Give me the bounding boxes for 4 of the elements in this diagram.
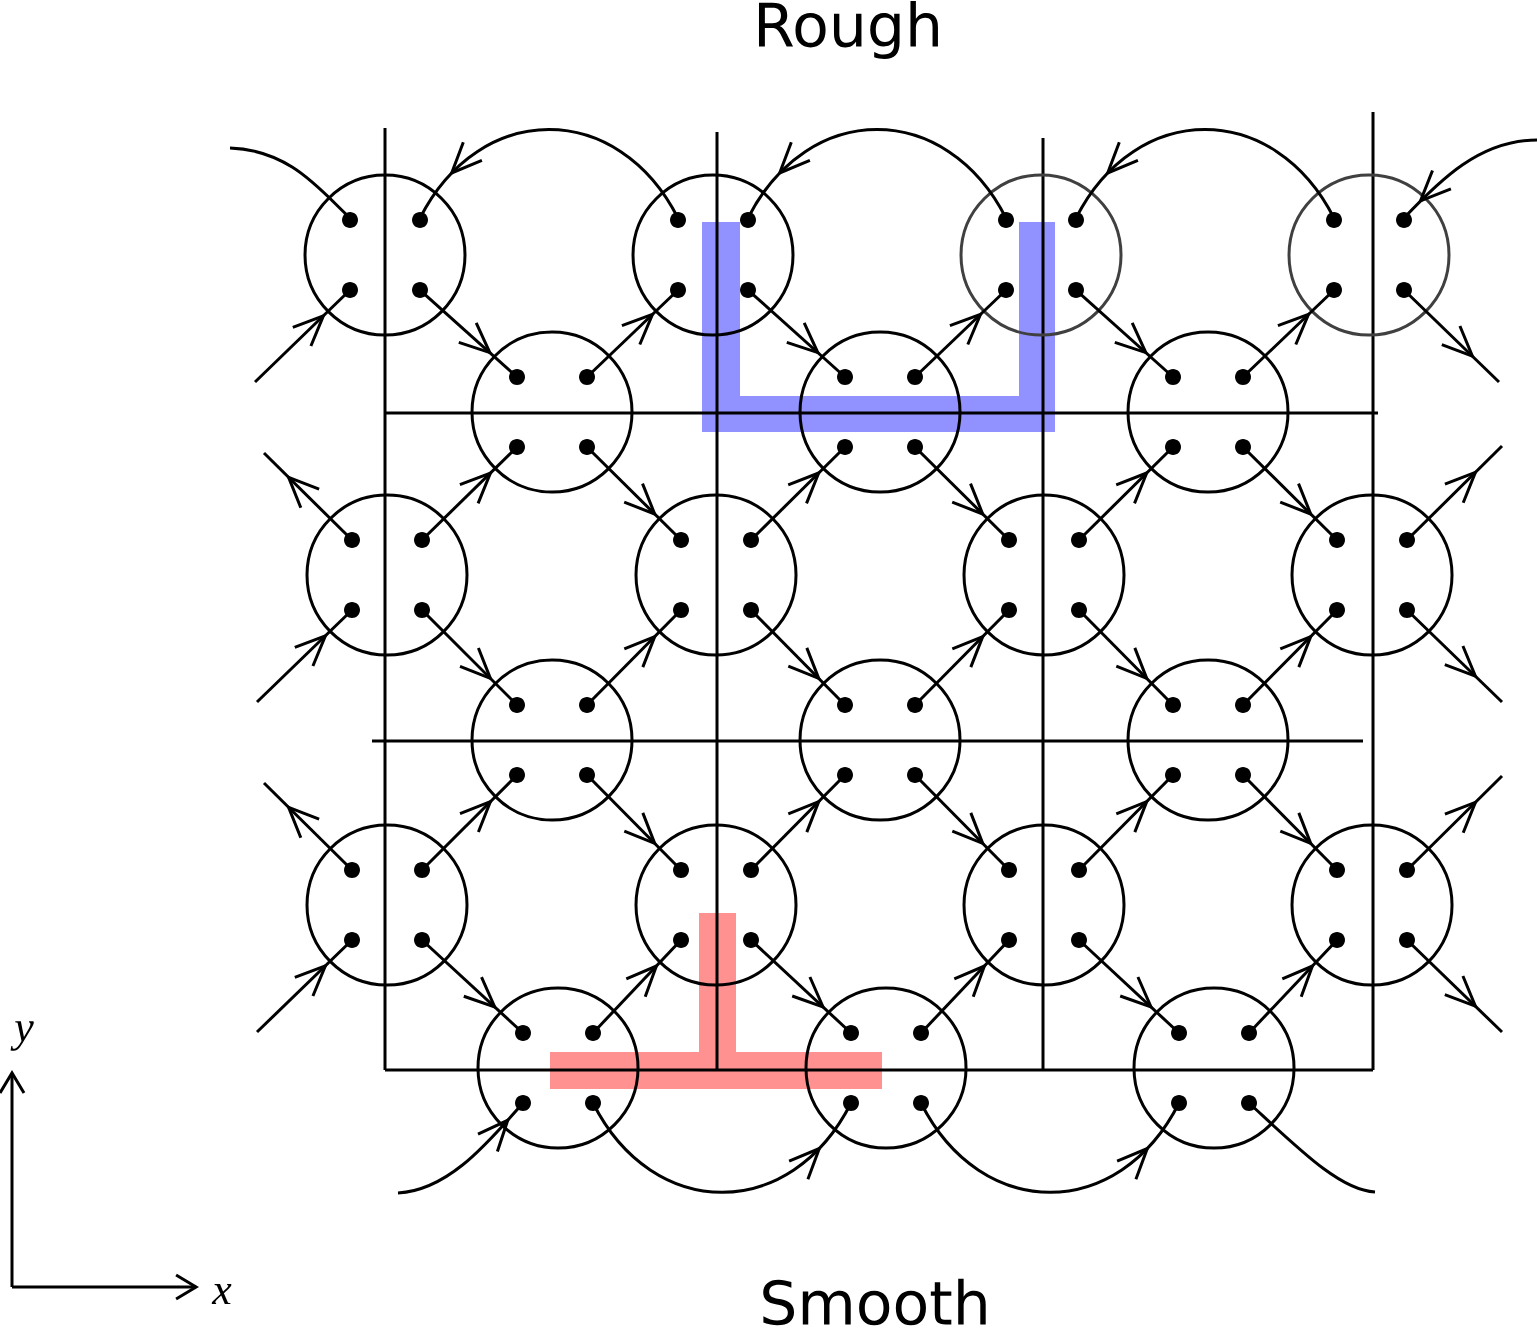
axis-label: x	[211, 1283, 232, 1305]
axis-label: y	[10, 1021, 34, 1051]
side-label: Smooth	[763, 1278, 986, 1326]
side-label: Rough	[759, 1, 938, 60]
